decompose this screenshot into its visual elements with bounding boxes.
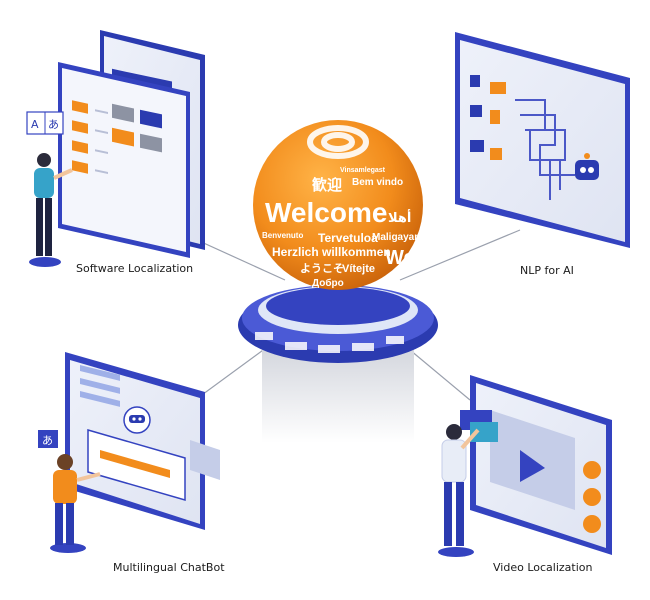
globe-word: 歓迎 <box>312 176 342 194</box>
globe-word: Benvenuto <box>262 231 303 240</box>
badge-latin: A <box>31 118 39 131</box>
subtitle-badge <box>460 410 498 442</box>
video-localization-illustration <box>438 375 612 557</box>
language-switch-badge: A あ <box>26 111 64 135</box>
chatbot-robot-icon <box>123 406 151 434</box>
globe-word: We <box>385 247 415 269</box>
central-globe-pedestal: 歓迎 Bem vindo Welcome أهلا Benvenuto Terv… <box>238 120 438 443</box>
play-icon <box>520 450 545 482</box>
globe-word: Vinsamlegast <box>340 167 386 174</box>
person-chatbot <box>50 454 101 553</box>
globe-word: Vítejte <box>342 263 375 275</box>
label-software-localization: Software Localization <box>76 262 194 275</box>
globe-word: Bem vindo <box>352 177 403 188</box>
robot-icon <box>575 153 599 180</box>
welcome-globe: 歓迎 Bem vindo Welcome أهلا Benvenuto Terv… <box>253 120 426 290</box>
person-software <box>29 153 73 267</box>
globe-word: Herzlich willkommen <box>272 245 391 259</box>
nlp-illustration <box>455 32 630 248</box>
video-side-icons <box>583 461 601 533</box>
badge-kana: あ <box>48 118 59 131</box>
chatbot-badge-text: あ <box>42 434 53 447</box>
globe-word: Welcome <box>265 197 387 228</box>
label-multilingual-chatbot: Multilingual ChatBot <box>113 561 225 574</box>
label-video-localization: Video Localization <box>493 561 593 574</box>
globe-word: Tervetuloa <box>318 231 378 245</box>
globe-word: Maligayang <box>372 232 426 243</box>
globe-word: أهلا <box>388 209 411 225</box>
person-video <box>438 424 480 557</box>
globe-word: ようこそ <box>300 262 344 275</box>
label-nlp-for-ai: NLP for AI <box>520 264 574 277</box>
chatbot-illustration: あ <box>38 352 220 553</box>
globe-word: Добро <box>312 277 344 289</box>
software-localization-illustration: A あ <box>26 30 205 267</box>
chatbot-language-badge: あ <box>38 430 58 448</box>
